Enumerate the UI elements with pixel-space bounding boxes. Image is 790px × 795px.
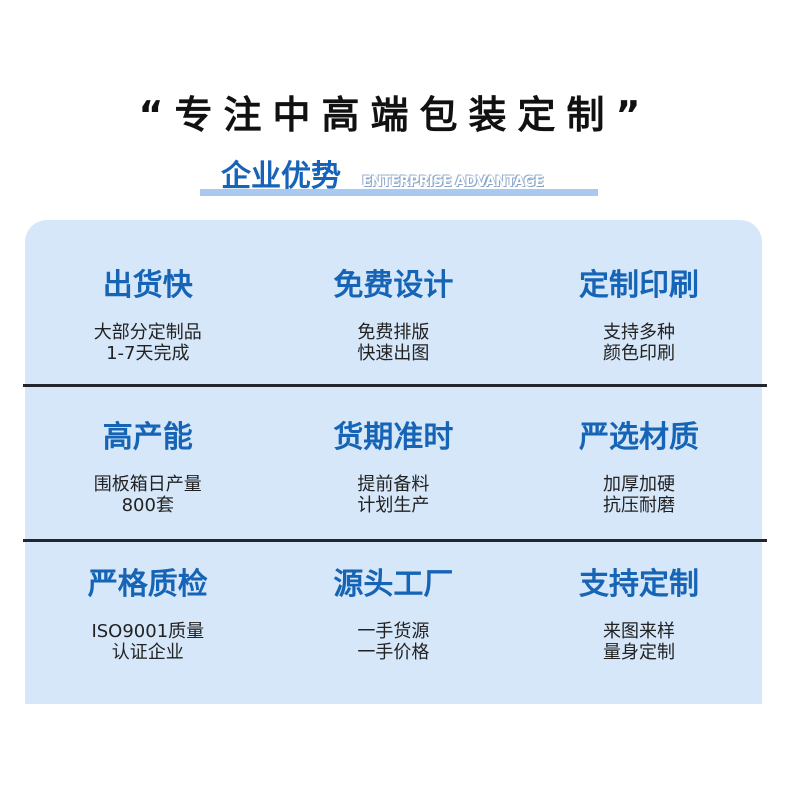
desc-line-1: 提前备料 <box>357 474 430 495</box>
desc-line-1: 支持多种 <box>602 322 675 343</box>
desc-line-2: 颜色印刷 <box>602 343 675 364</box>
section-title-en: ENTERPRISE ADVANTAGE <box>362 174 544 190</box>
desc-line-2: 800套 <box>121 495 174 516</box>
advantage-title: 支持定制 <box>578 567 699 602</box>
desc-line-2: 1-7天完成 <box>106 343 190 364</box>
advantage-title: 出货快 <box>102 268 193 303</box>
advantage-title: 免费设计 <box>333 268 454 303</box>
section-title-cn: 企业优势 <box>221 159 341 194</box>
advantage-description: 加厚加硬 抗压耐磨 <box>516 474 762 516</box>
advantage-description: 来图来样 量身定制 <box>516 621 762 663</box>
advantages-card <box>25 220 762 704</box>
advantages-row-2: 高产能 围板箱日产量 800套 货期准时 提前备料 计划生产 严选材质 加厚加硬… <box>25 420 762 516</box>
advantage-description: 支持多种 颜色印刷 <box>516 322 762 364</box>
desc-line-2: 一手价格 <box>357 642 430 663</box>
advantage-description: 一手货源 一手价格 <box>271 621 517 663</box>
advantage-description: 免费排版 快速出图 <box>271 322 517 364</box>
heading-underline-bar <box>200 189 598 196</box>
advantage-title: 严选材质 <box>578 420 699 455</box>
advantage-title: 高产能 <box>102 420 193 455</box>
desc-line-2: 量身定制 <box>602 642 675 663</box>
advantage-description: 大部分定制品 1-7天完成 <box>25 322 271 364</box>
advantage-description: 提前备料 计划生产 <box>271 474 517 516</box>
advantage-free-design: 免费设计 免费排版 快速出图 <box>271 268 517 364</box>
desc-line-2: 认证企业 <box>111 642 184 663</box>
row-divider <box>23 384 767 387</box>
advantage-title: 严格质检 <box>87 567 208 602</box>
desc-line-1: 围板箱日产量 <box>93 474 202 495</box>
advantage-description: 围板箱日产量 800套 <box>25 474 271 516</box>
desc-line-1: 一手货源 <box>357 621 430 642</box>
advantage-fast-delivery: 出货快 大部分定制品 1-7天完成 <box>25 268 271 364</box>
advantage-title: 定制印刷 <box>578 268 699 303</box>
advantage-high-capacity: 高产能 围板箱日产量 800套 <box>25 420 271 516</box>
desc-line-1: 大部分定制品 <box>93 322 202 343</box>
row-divider <box>23 539 767 542</box>
advantage-customization: 支持定制 来图来样 量身定制 <box>516 567 762 663</box>
advantage-selected-materials: 严选材质 加厚加硬 抗压耐磨 <box>516 420 762 516</box>
headline: “专注中高端包装定制” <box>138 93 652 137</box>
desc-line-1: 来图来样 <box>602 621 675 642</box>
advantages-row-1: 出货快 大部分定制品 1-7天完成 免费设计 免费排版 快速出图 定制印刷 支持… <box>25 268 762 364</box>
advantage-quality-inspection: 严格质检 ISO9001质量 认证企业 <box>25 567 271 663</box>
desc-line-2: 抗压耐磨 <box>602 495 675 516</box>
advantage-title: 源头工厂 <box>333 567 454 602</box>
advantage-on-time: 货期准时 提前备料 计划生产 <box>271 420 517 516</box>
desc-line-2: 计划生产 <box>357 495 430 516</box>
desc-line-1: 加厚加硬 <box>602 474 675 495</box>
desc-line-1: ISO9001质量 <box>91 621 205 642</box>
desc-line-1: 免费排版 <box>357 322 430 343</box>
desc-line-2: 快速出图 <box>357 343 430 364</box>
advantages-row-3: 严格质检 ISO9001质量 认证企业 源头工厂 一手货源 一手价格 支持定制 … <box>25 567 762 663</box>
advantage-description: ISO9001质量 认证企业 <box>25 621 271 663</box>
advantage-custom-printing: 定制印刷 支持多种 颜色印刷 <box>516 268 762 364</box>
advantage-source-factory: 源头工厂 一手货源 一手价格 <box>271 567 517 663</box>
advantage-title: 货期准时 <box>333 420 454 455</box>
section-heading: 企业优势 ENTERPRISE ADVANTAGE <box>200 158 598 198</box>
